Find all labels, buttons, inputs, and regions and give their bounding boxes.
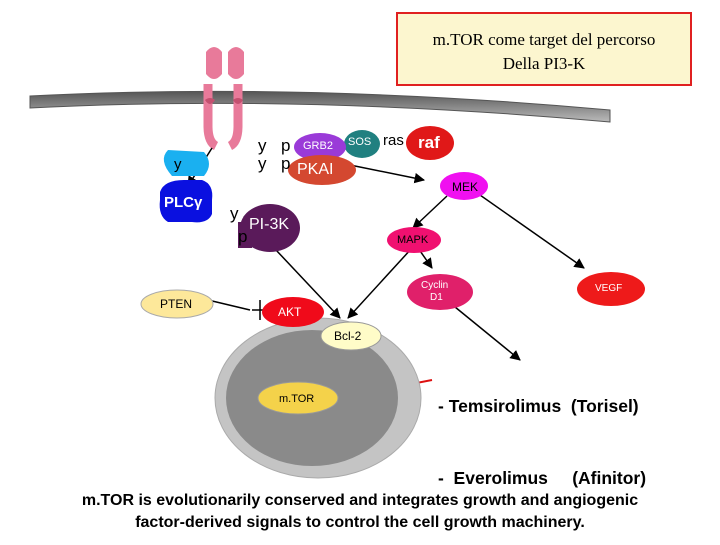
- mtor-node: [257, 381, 339, 415]
- sos-label: SOS: [348, 136, 372, 148]
- footer-caption: m.TOR is evolutionarily conserved and in…: [20, 490, 700, 534]
- plc-label: PLCγ: [164, 194, 203, 211]
- bcl2-node: [320, 321, 382, 351]
- phospho-y-3: y: [174, 156, 182, 173]
- phospho-p-4: p: [238, 227, 248, 246]
- pkai-node: [288, 155, 356, 185]
- title-box: m.TOR come target del percorso Della PI3…: [396, 12, 692, 86]
- phospho-y-2: y: [258, 154, 267, 173]
- pten-label: PTEN: [160, 297, 193, 311]
- cell-membrane: [29, 90, 611, 123]
- vegf-node: [577, 272, 645, 306]
- plc-node: [159, 180, 213, 223]
- mapk-node: [387, 227, 441, 253]
- raf-label: raf: [418, 133, 440, 152]
- mtor-label: m.TOR: [279, 393, 315, 405]
- akt-label: AKT: [278, 305, 302, 319]
- y-receptor-shape: [163, 150, 209, 176]
- d1-label: D1: [430, 292, 443, 303]
- drug-everolimus: - Everolimus (Afinitor): [438, 468, 647, 488]
- cyclin-node: [407, 274, 473, 310]
- phospho-y-1: y: [258, 136, 267, 155]
- bcl2-label: Bcl-2: [334, 329, 362, 343]
- mapk-label: MAPK: [397, 234, 429, 246]
- receptor-icon: [203, 47, 244, 151]
- title-line-2: Della PI3-K: [502, 54, 586, 73]
- mek-label: MEK: [452, 180, 479, 194]
- pi3k-label: PI-3K: [249, 216, 290, 233]
- phospho-y-4: y: [230, 204, 239, 223]
- pi3k-node: [238, 204, 300, 252]
- phospho-p-1: p: [281, 136, 291, 155]
- grb2-label: GRB2: [303, 140, 333, 152]
- akt-node: [262, 297, 324, 327]
- pten-node: [140, 289, 214, 319]
- sos-node: [344, 130, 380, 158]
- pkai-label: PKAI: [297, 161, 334, 178]
- raf-node: [406, 126, 454, 160]
- title-line-1: m.TOR come target del percorso: [432, 30, 656, 49]
- drug-list: - Temsirolimus (Torisel) - Everolimus (A…: [438, 346, 646, 514]
- grb2-node: [294, 133, 346, 161]
- ras-label: ras: [383, 132, 404, 149]
- footer-line-2: factor-derived signals to control the ce…: [135, 514, 585, 531]
- phospho-p-2: p: [281, 154, 291, 173]
- drug-temsirolimus: - Temsirolimus (Torisel): [438, 396, 639, 416]
- vegf-label: VEGF: [595, 283, 623, 294]
- cyclin-label: Cyclin: [421, 280, 449, 291]
- mek-node: [440, 172, 488, 200]
- footer-line-1: m.TOR is evolutionarily conserved and in…: [81, 492, 639, 509]
